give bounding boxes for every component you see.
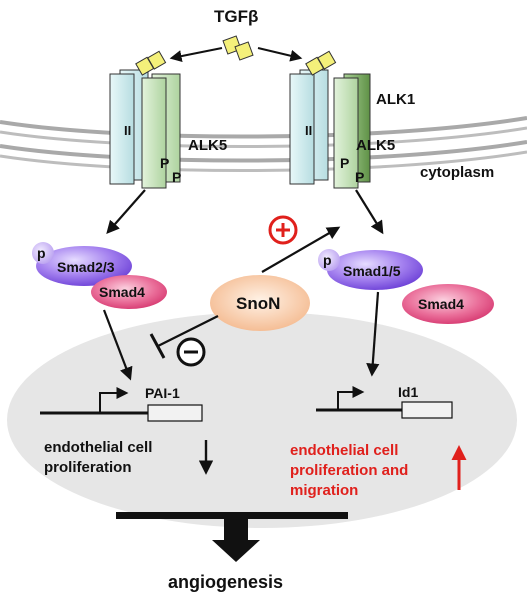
convergence-bar [116,512,348,519]
left-outcome-line1: endothelial cell [44,439,152,456]
snon-inhibition-line [157,315,219,347]
snon-inhibition-bar [149,333,166,359]
left-smad4-label: Smad4 [99,284,145,300]
id1-label: Id1 [398,384,418,400]
right-smad4-label: Smad4 [418,296,464,312]
alk5-to-smad23-arrow [106,189,146,234]
right-smad-phospho: p [323,252,332,268]
snon-node [210,275,310,331]
right-smad-complex [318,249,494,324]
left-receptor-complex [109,50,181,189]
snon-activation-arrow [261,226,341,273]
right-phospho-1: P [340,155,349,171]
right-type2-label: II [305,123,312,138]
minus-symbol [176,337,206,367]
right-outcome-line2: proliferation and [290,462,408,479]
smad23-label: Smad2/3 [57,259,115,275]
plus-symbol [268,215,298,245]
pai1-label: PAI-1 [145,385,180,401]
left-alk5-label: ALK5 [188,137,227,154]
ligand-arrow-right [257,47,303,62]
nucleus [7,312,517,528]
ligand-dimer [222,35,254,61]
snon-label: SnoN [236,294,280,313]
smad23-to-pai1-arrow [102,309,133,381]
right-alk5-label: ALK5 [356,137,395,154]
left-phospho-1: P [160,155,169,171]
left-phospho-2: P [172,169,181,185]
left-smad-complex [32,242,167,309]
right-outcome-line3: migration [290,482,358,499]
smad15-label: Smad1/5 [343,263,401,279]
right-alk1-label: ALK1 [376,91,415,108]
alk1-to-smad15-arrow [355,189,384,235]
smad15-to-id1-arrow [366,291,380,377]
cell-membrane [0,116,527,173]
right-phospho-2: P [355,169,364,185]
left-smad-phospho: p [37,245,46,261]
cytoplasm-label: cytoplasm [420,164,494,181]
id1-gene [316,386,453,419]
right-receptor-complex [289,50,371,189]
tgfb-label: TGFβ [214,7,258,26]
right-outcome-line1: endothelial cell [290,442,398,459]
left-outcome-line2: proliferation [44,459,132,476]
angiogenesis-label: angiogenesis [168,572,283,592]
ligand-arrow-left [169,47,223,63]
pai1-gene [40,387,203,422]
angiogenesis-arrow [212,519,260,562]
left-type2-label: II [124,123,131,138]
